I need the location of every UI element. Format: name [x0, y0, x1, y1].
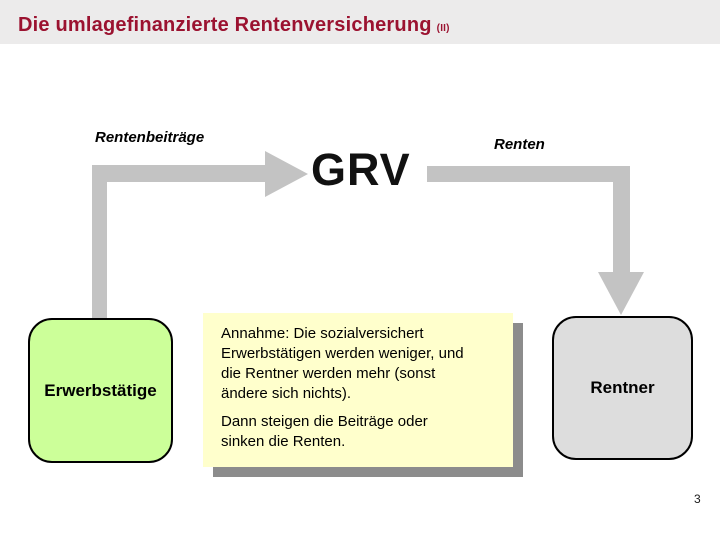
- pensioners-node: Rentner: [552, 316, 693, 460]
- contributions-arrow-shaft-horizontal: [92, 165, 266, 182]
- note-box: Annahme: Die sozialversichert Erwerbstät…: [203, 313, 513, 467]
- arrow-right-icon: [265, 151, 308, 197]
- pensions-label: Renten: [494, 136, 545, 153]
- slide-title-text: Die umlagefinanzierte Rentenversicherung: [18, 14, 432, 36]
- contributions-label: Rentenbeiträge: [95, 129, 205, 146]
- arrow-down-icon: [598, 272, 644, 315]
- slide-title: Die umlagefinanzierte Rentenversicherung…: [18, 14, 450, 37]
- contributions-arrow-shaft-vertical: [92, 166, 107, 318]
- slide-header: [0, 0, 720, 44]
- workers-node-label: Erwerbstätige: [44, 380, 157, 400]
- note-paragraph-1: Annahme: Die sozialversichert Erwerbstät…: [221, 325, 464, 402]
- slide-title-suffix: (II): [436, 23, 450, 34]
- pensions-arrow-shaft-horizontal: [427, 166, 630, 182]
- grv-node-label: GRV: [311, 144, 411, 195]
- pensions-arrow-shaft-vertical: [613, 166, 630, 272]
- page-number: 3: [694, 492, 701, 506]
- pensioners-node-label: Rentner: [590, 378, 655, 397]
- workers-node: Erwerbstätige: [28, 318, 173, 463]
- note-paragraph-2: Dann steigen die Beiträge oder sinken di…: [221, 413, 428, 450]
